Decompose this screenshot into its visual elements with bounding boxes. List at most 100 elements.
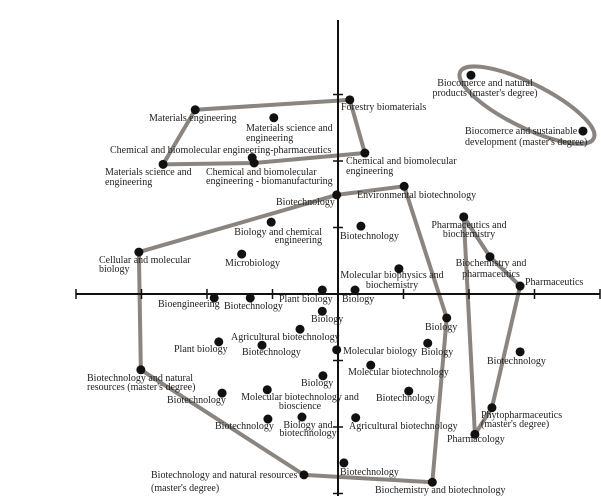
point-label: biochemistry bbox=[366, 280, 418, 291]
point-label: Biotechnology bbox=[224, 301, 283, 312]
data-point-group: Biology bbox=[421, 338, 453, 358]
data-point-group: Biotechnology bbox=[276, 190, 342, 208]
data-point bbox=[356, 221, 366, 231]
point-label: Materials science and bbox=[105, 167, 192, 178]
data-point-group: Molecular biotechnology bbox=[348, 360, 449, 378]
point-label: Microbiology bbox=[225, 258, 280, 269]
point-label: Agricultural biotechnology bbox=[349, 421, 458, 432]
point-label: Forestry biomaterials bbox=[341, 102, 426, 113]
point-label: Biotechnology and natural bbox=[87, 373, 193, 384]
point-label: engineering bbox=[275, 235, 322, 246]
point-label: Biotechnology and natural resources bbox=[151, 470, 297, 481]
group-outline-biology-biotechnology bbox=[136, 184, 449, 485]
point-label: Materials engineering bbox=[149, 113, 236, 124]
data-point bbox=[360, 148, 370, 158]
data-point bbox=[266, 217, 276, 227]
data-point-group: Pharmaceutics bbox=[515, 277, 583, 291]
data-point-group: Materials engineering bbox=[149, 105, 236, 124]
data-point bbox=[515, 281, 525, 291]
data-point bbox=[297, 412, 307, 422]
point-label: Biotechnology bbox=[340, 467, 399, 478]
axes bbox=[75, 20, 601, 496]
point-label: Biotechnology bbox=[242, 347, 301, 358]
data-point bbox=[262, 385, 272, 395]
data-point bbox=[515, 347, 525, 357]
data-point-group: Biology bbox=[301, 371, 333, 389]
data-point-group: Biotechnology bbox=[242, 340, 301, 358]
point-label: Materials science and bbox=[246, 123, 333, 134]
point-label: Biocomerce and sustainable bbox=[465, 126, 578, 137]
data-point bbox=[404, 386, 414, 396]
point-label: pharmaceutics bbox=[462, 269, 520, 280]
point-label: Biotechnology bbox=[487, 356, 546, 367]
point-label: Pharmaceutics and bbox=[431, 220, 506, 231]
point-label: bioscience bbox=[279, 401, 322, 412]
data-point bbox=[487, 403, 497, 413]
group-outline-engineering bbox=[161, 97, 367, 167]
data-point-group: Biotechnology and natural resources(mast… bbox=[151, 470, 309, 494]
point-label: Biology bbox=[301, 378, 333, 389]
data-point-group: Biotechnology bbox=[376, 386, 435, 404]
data-point bbox=[442, 313, 452, 323]
data-point-group: Pharmacology bbox=[447, 429, 505, 445]
data-point bbox=[317, 306, 327, 316]
point-label: Biotechnology bbox=[376, 393, 435, 404]
data-point bbox=[134, 247, 144, 257]
data-point bbox=[136, 365, 146, 375]
data-point bbox=[209, 293, 219, 303]
data-point-group: Biotechnology bbox=[487, 347, 546, 367]
data-point bbox=[249, 158, 259, 168]
point-label: Chemical and biomolecular engineering-ph… bbox=[110, 145, 331, 156]
point-label: Chemical and biomolecular bbox=[346, 156, 457, 167]
point-label: Biotechnology bbox=[340, 231, 399, 242]
data-point-group: Biology bbox=[311, 306, 343, 325]
data-point-group: Plant biology bbox=[174, 337, 228, 355]
data-point bbox=[190, 105, 200, 115]
data-point-group: Biotechnology bbox=[167, 388, 227, 406]
point-label: Biocomerce and natural bbox=[437, 78, 533, 89]
data-point-group: Biology bbox=[342, 285, 374, 305]
point-label: engineering bbox=[246, 133, 293, 144]
point-label: Biology bbox=[311, 314, 343, 325]
data-point bbox=[317, 285, 327, 295]
data-point-group: Biotechnology bbox=[224, 293, 283, 312]
data-point bbox=[237, 249, 247, 259]
point-label: engineering bbox=[105, 177, 152, 188]
point-label: Molecular biophysics and bbox=[340, 270, 443, 281]
point-label: Biochemistry and biotechnology bbox=[375, 485, 506, 496]
point-label: Agricultural biotechnology bbox=[231, 332, 340, 343]
point-label: biochemistry bbox=[443, 229, 495, 240]
data-point bbox=[257, 340, 267, 350]
data-points: Materials engineering Forestry biomateria… bbox=[87, 70, 588, 496]
data-point bbox=[345, 95, 355, 105]
data-point bbox=[470, 429, 480, 439]
point-label: Plant biology bbox=[279, 294, 333, 305]
point-label: engineering bbox=[346, 166, 393, 177]
point-label: Biotechnology bbox=[167, 395, 226, 406]
data-point-group: Forestry biomaterials bbox=[341, 95, 426, 113]
data-point-group: Biotechnology bbox=[339, 458, 399, 478]
data-point bbox=[214, 337, 224, 347]
data-point bbox=[269, 113, 279, 123]
data-point bbox=[459, 212, 469, 222]
data-point-group: Environmental biotechnology bbox=[357, 181, 476, 201]
data-point-group: Microbiology bbox=[225, 249, 280, 269]
point-label: biology bbox=[99, 264, 130, 275]
data-point bbox=[578, 126, 588, 136]
data-point bbox=[339, 458, 349, 468]
data-point-group: Molecular biology bbox=[332, 345, 417, 357]
data-point bbox=[351, 413, 361, 423]
data-point bbox=[399, 181, 409, 191]
data-point-group: Biotechnology bbox=[340, 221, 399, 242]
point-label: development (master's degree) bbox=[465, 137, 587, 148]
